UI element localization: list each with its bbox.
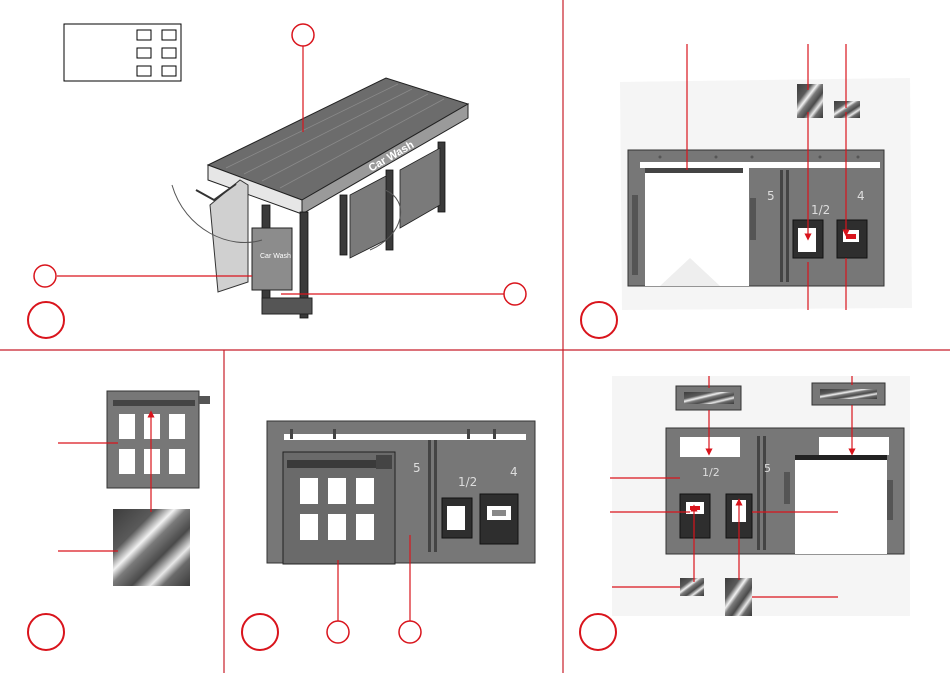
step-circle-icon [28, 614, 64, 650]
step-3-panel [28, 391, 210, 650]
panel-number-half: 1/2 [702, 466, 720, 479]
callout-circle-icon [399, 621, 421, 643]
legend-grid-icon [64, 24, 181, 81]
step-circle-icon [581, 302, 617, 338]
wall-panel-with-door: 5 1/2 4 [267, 421, 535, 564]
panel-number-4: 4 [857, 189, 865, 203]
step-1-panel: Car Wash Car Wash [28, 24, 526, 338]
panel-number-4: 4 [510, 465, 518, 479]
step-4-panel: 5 1/2 4 [242, 421, 535, 650]
step-circle-icon [242, 614, 278, 650]
step-2-panel: 5 1/2 4 [581, 44, 912, 338]
stripe-decal-sheet [113, 509, 190, 586]
stripe-decal-piece [680, 578, 704, 596]
step-circle-icon [580, 614, 616, 650]
step-circle-icon [28, 302, 64, 338]
stripe-decal-piece [834, 101, 860, 118]
callout-circle-icon [327, 621, 349, 643]
panel-number-half: 1/2 [811, 203, 830, 217]
wall-panel-rear: 1/2 5 [666, 428, 904, 554]
door-piece [107, 391, 210, 488]
panel-number-5: 5 [413, 461, 421, 475]
step-5-panel: 1/2 5 [580, 376, 910, 650]
panel-number-5: 5 [764, 462, 771, 475]
panel-number-5: 5 [767, 189, 775, 203]
callout-circle-icon [34, 265, 56, 287]
callout-circle-icon [292, 24, 314, 46]
callout-circle-icon [504, 283, 526, 305]
stripe-decal-piece [725, 578, 752, 616]
stripe-decal-piece [797, 84, 823, 118]
panel-number-half: 1/2 [458, 475, 477, 489]
gate-sign-text: Car Wash [260, 253, 291, 260]
carwash-building-drawing: Car Wash Car Wash [172, 78, 468, 318]
